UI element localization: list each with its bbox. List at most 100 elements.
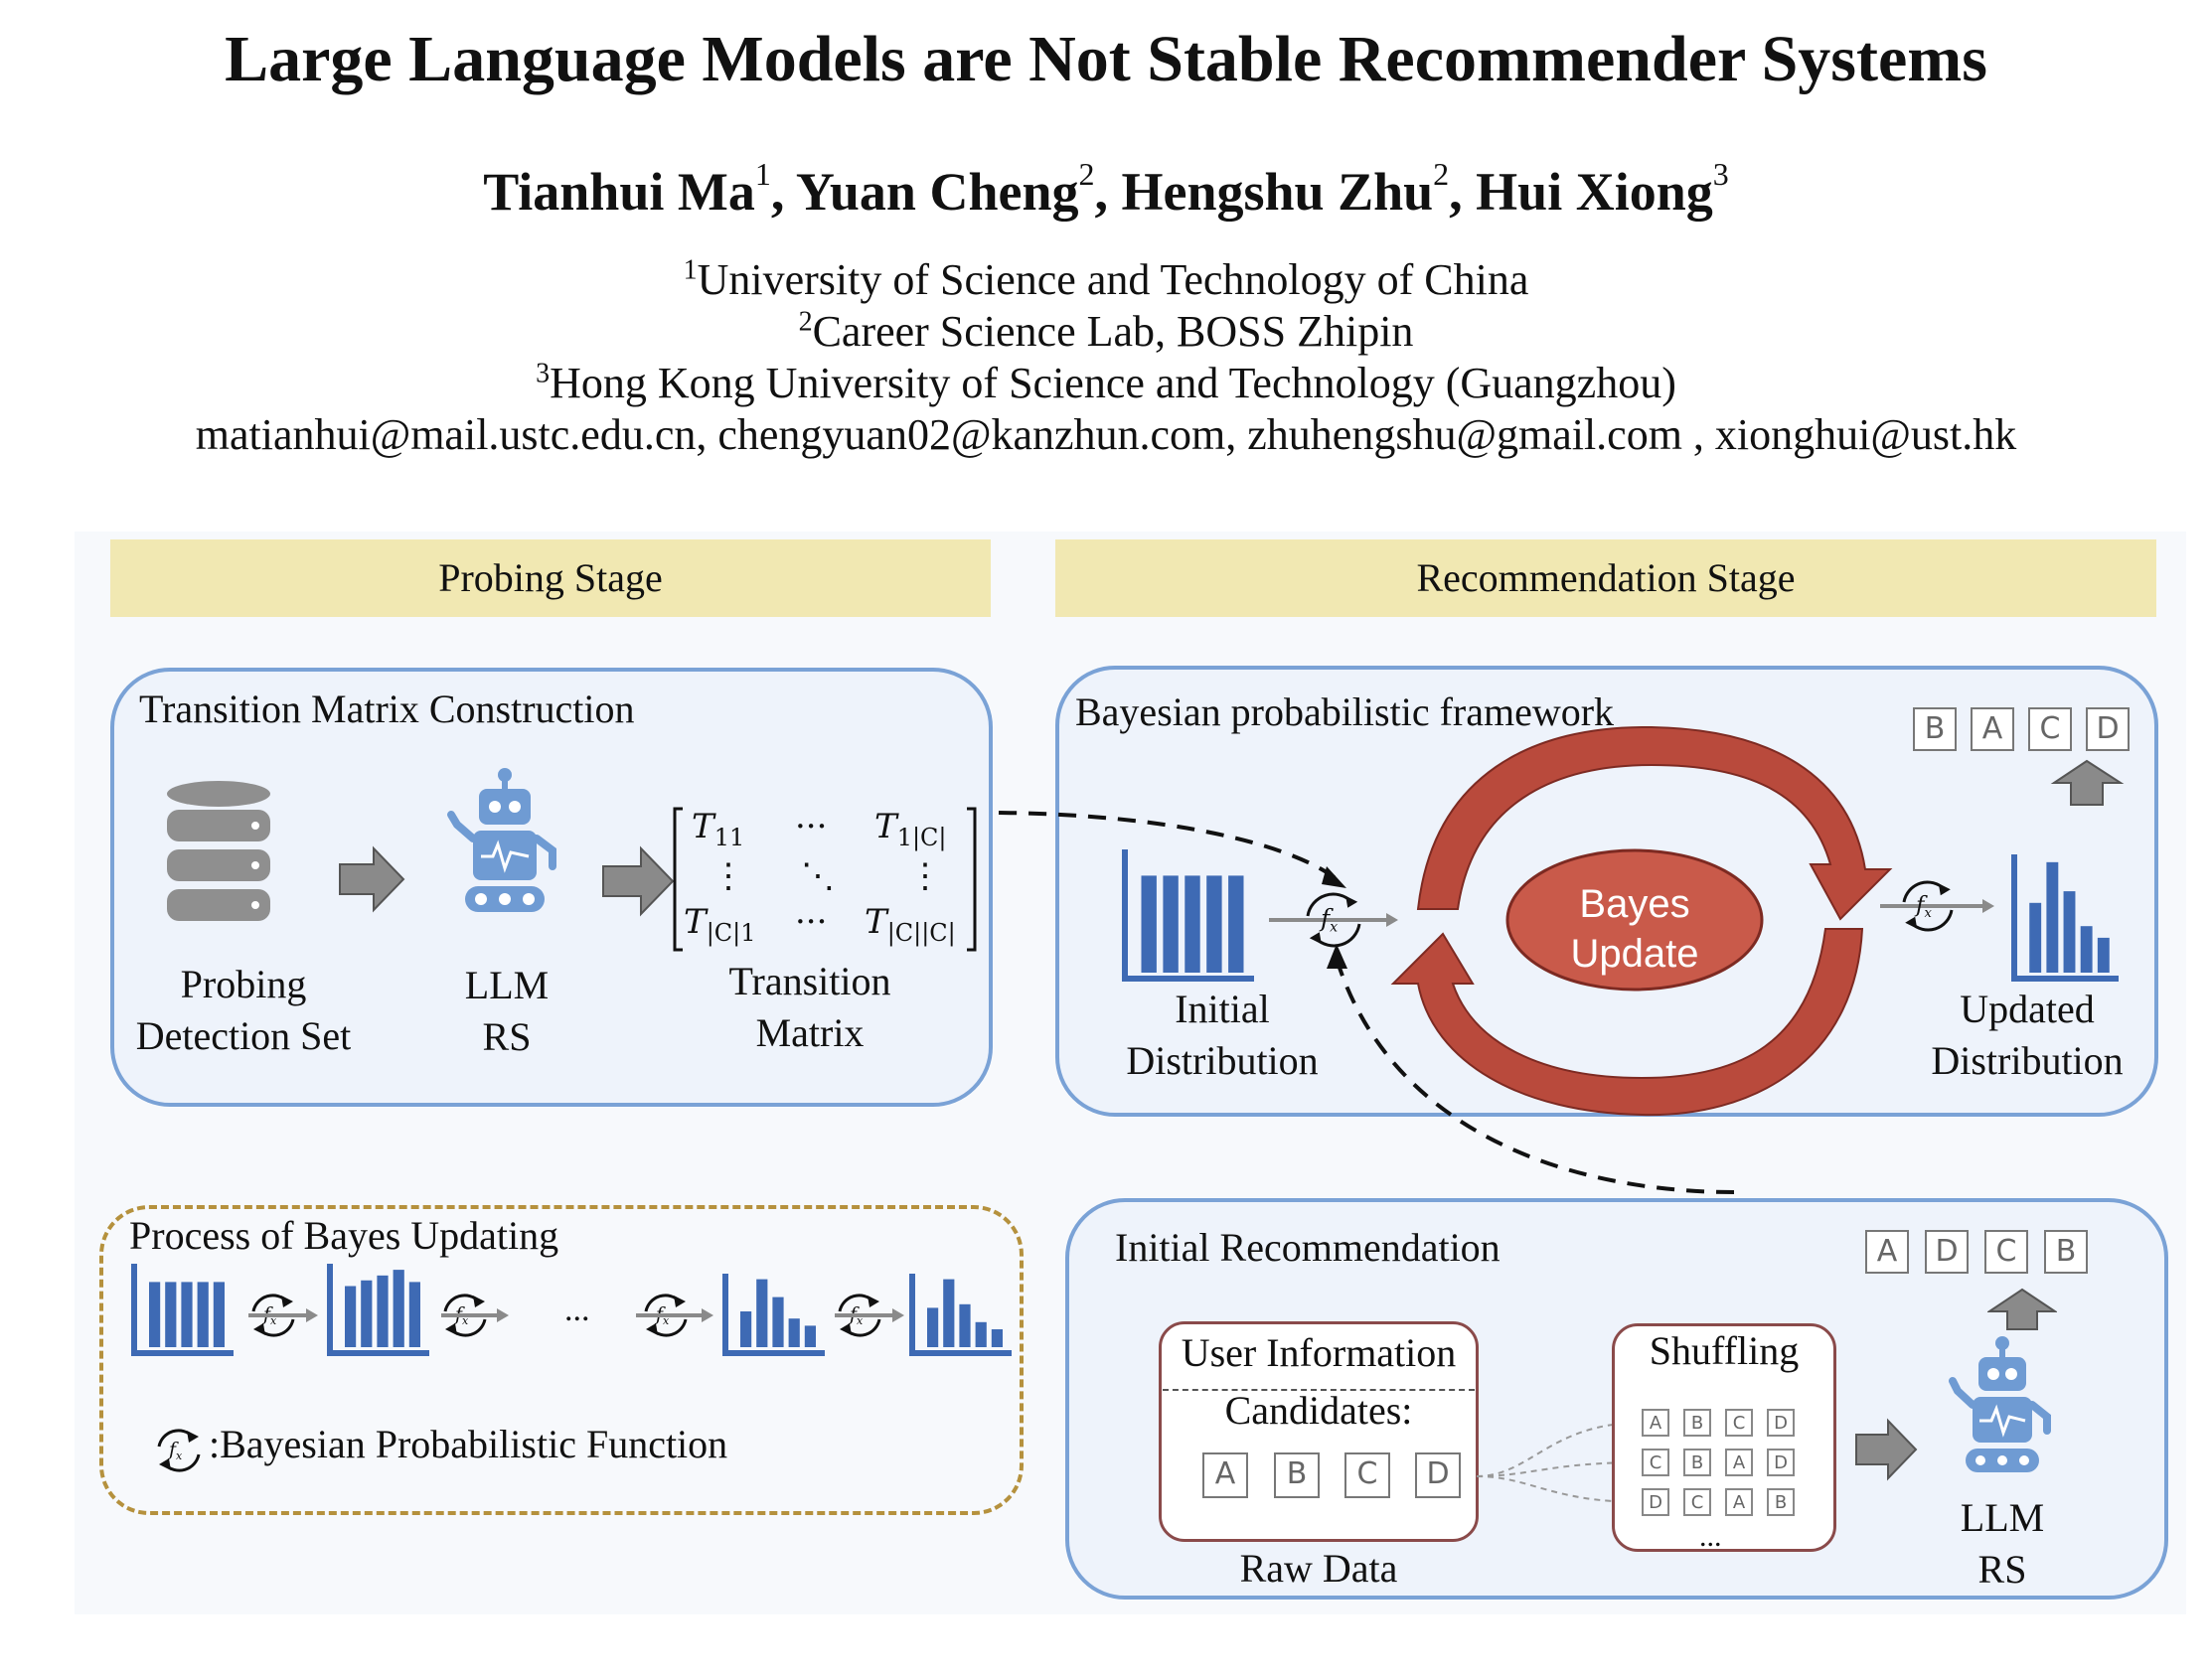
database-icon — [167, 781, 270, 921]
author-name: Tianhui Ma — [483, 162, 755, 222]
fx-icon: fx — [644, 1294, 688, 1337]
robot-icon — [447, 768, 556, 912]
rank-item: D — [1925, 1230, 1969, 1274]
bayes-process-flow: fxfxfxfx — [131, 1264, 1012, 1356]
bar — [975, 1321, 987, 1347]
candidate-item: C — [1344, 1452, 1390, 1498]
candidates-label: Candidates: — [1224, 1388, 1413, 1433]
bar — [2046, 861, 2059, 973]
bar — [181, 1282, 193, 1347]
shuffle-item: A — [1642, 1409, 1669, 1437]
shuffle-item: B — [1767, 1488, 1795, 1516]
probing-stage-header: Probing Stage — [110, 539, 991, 617]
matrix-vdots: ⋮ — [908, 856, 942, 896]
shuffle-item: D — [1767, 1409, 1795, 1437]
bar — [959, 1303, 971, 1347]
bar — [2029, 902, 2042, 973]
matrix-cell: T11 — [692, 807, 745, 851]
matrix-hdots: ··· — [795, 807, 828, 846]
fx-symbol: fx — [1319, 904, 1338, 936]
candidate-item: B — [1274, 1452, 1320, 1498]
author-emails: matianhui@mail.ustc.edu.cn, chengyuan02@… — [195, 410, 2017, 459]
panel-title: Bayesian probabilistic framework — [1075, 689, 1615, 734]
matrix-cell: T|C||C| — [865, 902, 956, 947]
bar — [2080, 926, 2093, 973]
shuffling-label: Shuffling — [1649, 1328, 1800, 1373]
bar — [772, 1297, 784, 1347]
bar — [2063, 891, 2076, 973]
raw-data-box — [1159, 1321, 1479, 1542]
cycle-arrow-top — [1416, 725, 1893, 921]
bar — [1141, 875, 1157, 973]
rank-item: A — [1971, 707, 2014, 751]
bar — [788, 1318, 800, 1347]
author-name: Yuan Cheng — [795, 162, 1079, 222]
fx-icon: fx — [1306, 892, 1361, 948]
bar — [2097, 937, 2110, 973]
bar — [1185, 875, 1200, 973]
distribution-chart — [722, 1274, 825, 1356]
bar — [377, 1275, 389, 1347]
distribution-chart — [909, 1274, 1012, 1356]
raw-data-label: Raw Data — [1239, 1546, 1398, 1591]
shuffle-item: D — [1767, 1449, 1795, 1476]
panel-title: Initial Recommendation — [1115, 1225, 1501, 1270]
bar — [197, 1282, 209, 1347]
bar — [345, 1286, 357, 1347]
up-arrow-icon — [1987, 1288, 2057, 1330]
bayes-process-panel — [99, 1205, 1024, 1515]
shuffle-item: A — [1725, 1449, 1753, 1476]
updated-distribution-chart — [2011, 854, 2119, 982]
bar — [991, 1329, 1003, 1347]
fx-symbol: fx — [167, 1439, 183, 1462]
paper-title: Large Language Models are Not Stable Rec… — [225, 23, 1987, 95]
rank-item: D — [2086, 707, 2130, 751]
matrix-cell: T1|C| — [874, 807, 947, 851]
robot-icon — [1949, 1336, 2051, 1472]
bar — [943, 1279, 955, 1347]
rank-item: B — [1913, 707, 1957, 751]
distribution-chart — [327, 1264, 429, 1356]
legend-text: :Bayesian Probabilistic Function — [209, 1422, 728, 1466]
shuffle-item: B — [1683, 1409, 1711, 1437]
shuffle-item: B — [1683, 1449, 1711, 1476]
bar — [165, 1282, 177, 1347]
bar — [393, 1270, 404, 1347]
shuffle-item: C — [1725, 1409, 1753, 1437]
matrix-vdots: ⋮ — [711, 856, 745, 896]
shuffle-ellipsis: ... — [1699, 1520, 1722, 1553]
candidate-item: A — [1202, 1452, 1248, 1498]
author-name: Hui Xiong — [1476, 162, 1713, 222]
bar — [1206, 875, 1222, 973]
flow-arrow-icon — [602, 845, 675, 917]
distribution-chart — [131, 1264, 234, 1356]
user-info-label: User Information — [1181, 1330, 1457, 1375]
fx-symbol: fx — [1914, 892, 1932, 921]
transition-matrix — [673, 807, 977, 952]
bar — [756, 1279, 768, 1347]
rank-item: A — [1865, 1230, 1909, 1274]
divider — [1163, 1389, 1475, 1391]
bar — [927, 1307, 939, 1347]
shuffle-item: A — [1725, 1488, 1753, 1516]
recommendation-stage-header: Recommendation Stage — [1055, 539, 2156, 617]
initial-distribution-chart — [1122, 849, 1254, 982]
affiliation: 2Career Science Lab, BOSS Zhipin — [798, 306, 1414, 356]
up-arrow-icon — [2050, 759, 2125, 806]
bar — [408, 1282, 420, 1347]
panel-title: Process of Bayes Updating — [129, 1213, 559, 1258]
bar — [804, 1325, 816, 1347]
rank-item: C — [1984, 1230, 2028, 1274]
flow-arrow-icon — [339, 845, 405, 913]
flow-arrow-icon — [1855, 1418, 1918, 1481]
bar — [740, 1311, 752, 1347]
matrix-ddots: ⋱ — [801, 856, 835, 896]
shuffle-item: D — [1642, 1488, 1669, 1516]
shuffle-item: C — [1683, 1488, 1711, 1516]
bar — [361, 1280, 373, 1347]
